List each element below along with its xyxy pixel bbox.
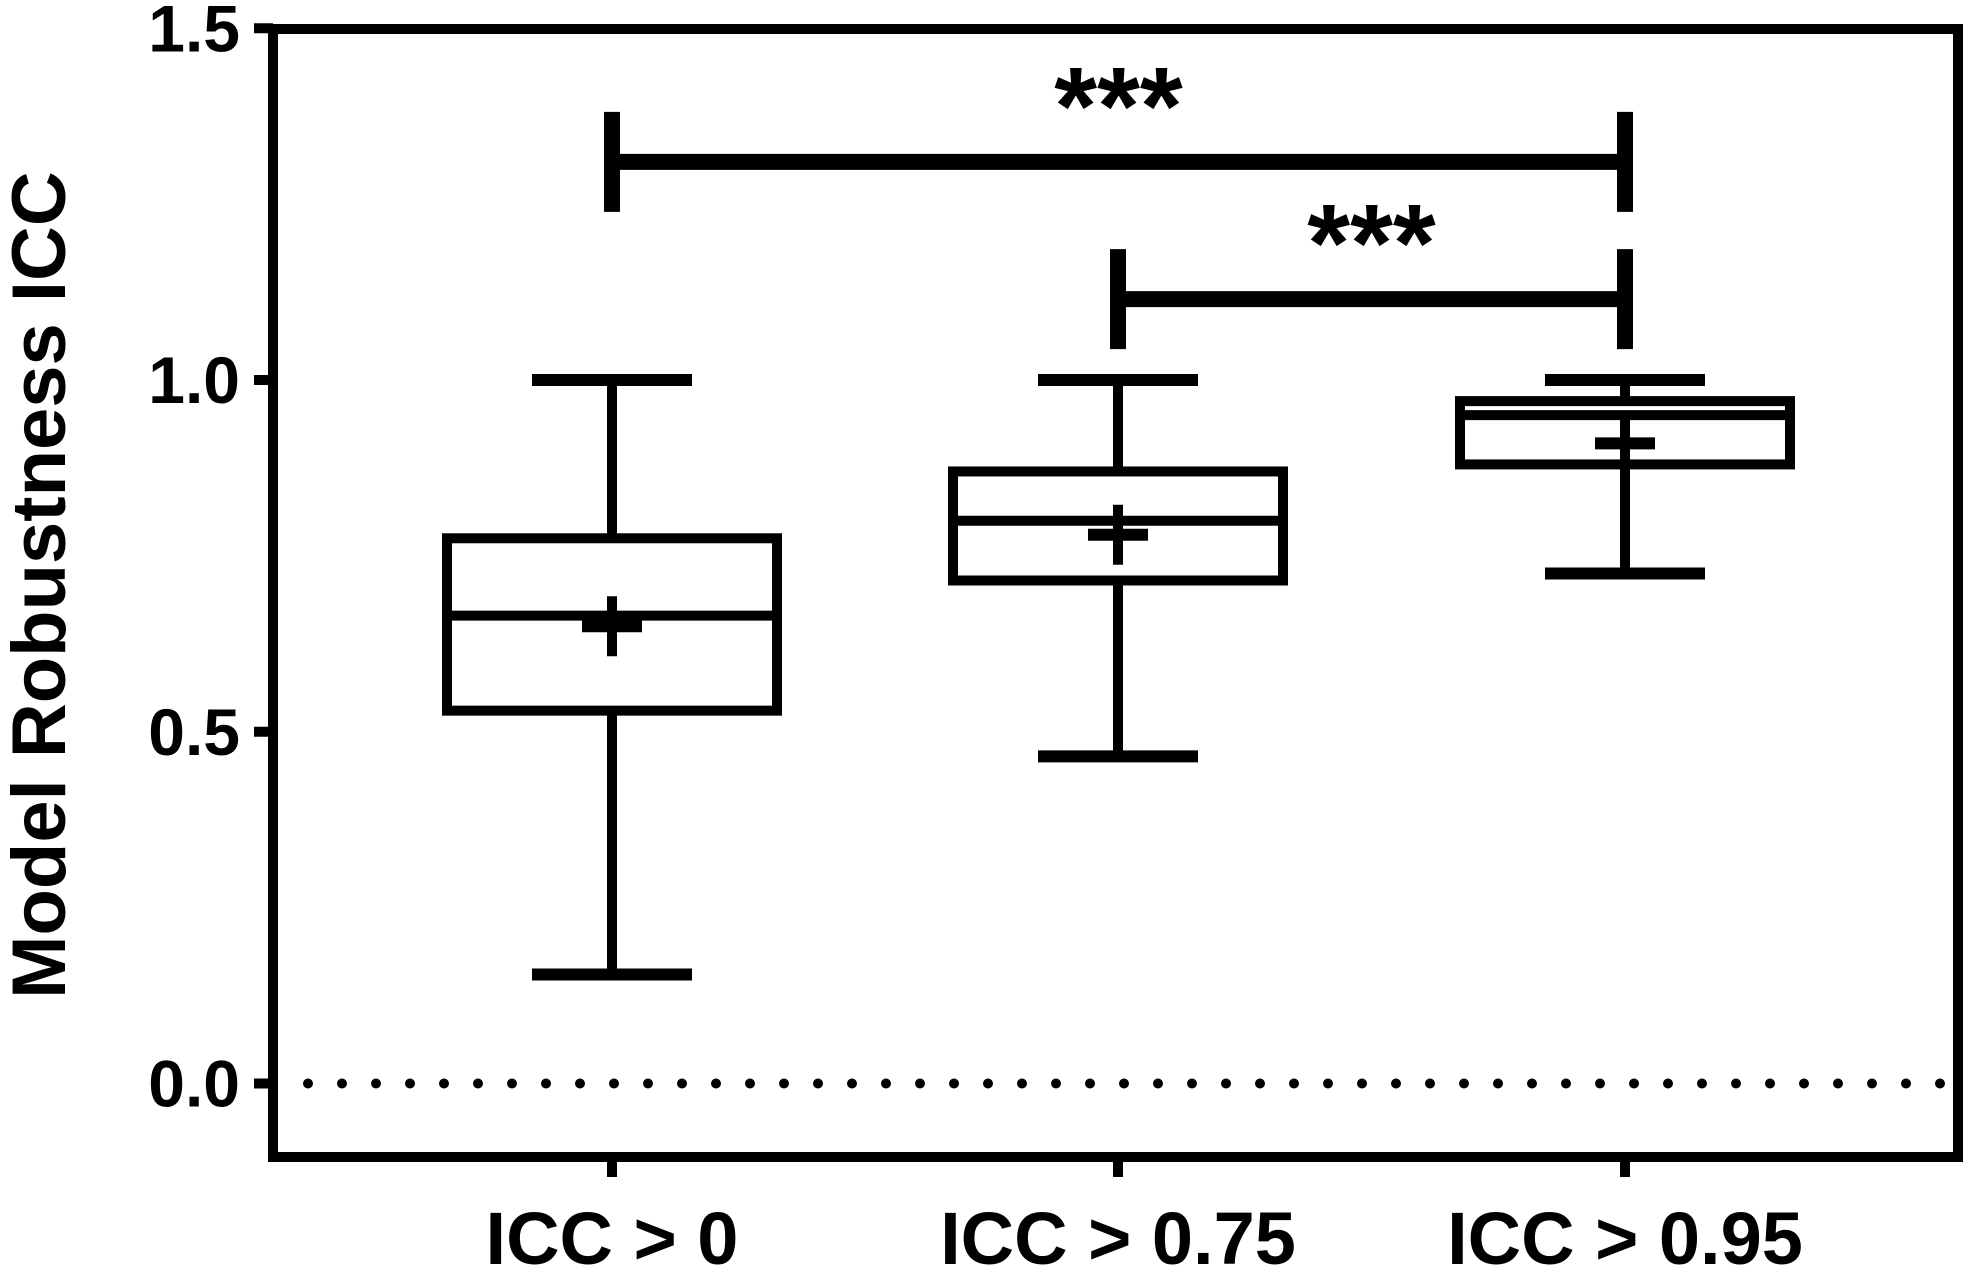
y-tick-label-0: 0.0 xyxy=(148,1047,240,1121)
significance-label-0: *** xyxy=(1054,45,1183,168)
x-axis-ticks: ICC > 0 ICC > 0.75 ICC > 0.95 xyxy=(486,1157,1803,1267)
x-tick-label-0: ICC > 0 xyxy=(486,1197,739,1267)
y-axis-title: Model Robustness ICC xyxy=(0,171,82,999)
y-tick-label-2: 1.0 xyxy=(148,343,240,417)
x-tick-label-2: ICC > 0.95 xyxy=(1447,1197,1803,1267)
box-group-2 xyxy=(1455,374,1795,580)
x-tick-label-1: ICC > 0.75 xyxy=(940,1197,1296,1267)
y-tick-label-3: 1.5 xyxy=(148,0,240,65)
significance-bracket-0: *** xyxy=(604,45,1633,212)
significance-label-1: *** xyxy=(1307,182,1436,305)
y-tick-label-1: 0.5 xyxy=(148,695,240,769)
significance-bracket-1: *** xyxy=(1110,182,1633,350)
boxes-layer xyxy=(442,374,1795,981)
y-axis-ticks: 0.0 0.5 1.0 1.5 xyxy=(148,0,273,1121)
box-group-0 xyxy=(442,374,782,981)
box-group-1 xyxy=(948,374,1288,763)
significance-layer: *** *** xyxy=(604,45,1633,350)
